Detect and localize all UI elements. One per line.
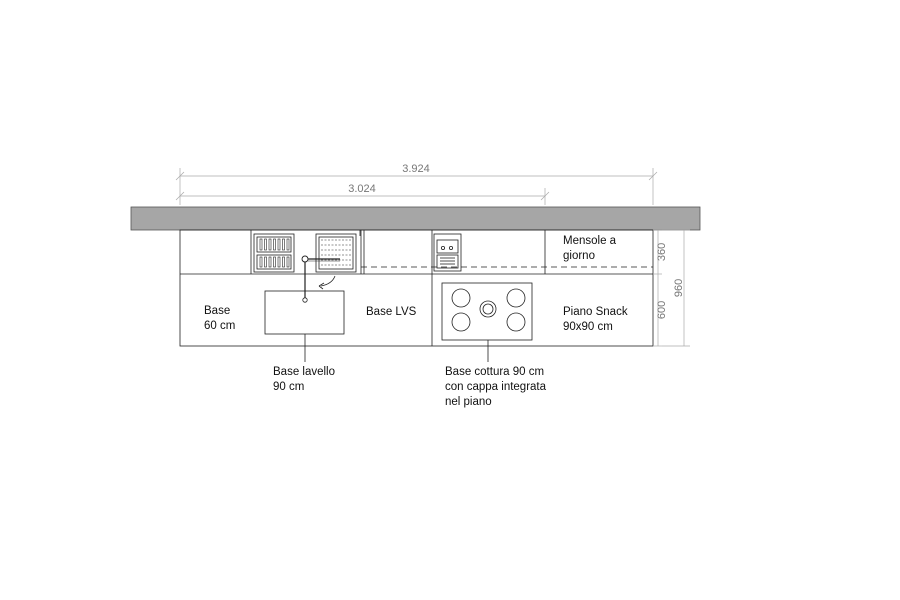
label-mensole: Mensole a giorno — [563, 235, 619, 262]
label-base-lvs: Base LVS — [366, 306, 417, 318]
sink-basin — [264, 290, 345, 335]
cooktop-icon — [441, 282, 533, 341]
label-base-cottura: Base cottura 90 cm con cappa integrata n… — [445, 366, 549, 408]
dimension-total-width: 3.924 — [175, 163, 658, 205]
dimension-total-width-label: 3.924 — [402, 163, 430, 175]
dimension-shelf-depth: 360 — [653, 229, 668, 275]
dish-rack-right-icon — [315, 233, 357, 273]
faucet-icon — [301, 255, 340, 303]
label-base-60: Base 60 cm — [204, 305, 235, 332]
kitchen-outline — [179, 229, 654, 347]
label-piano-snack: Piano Snack 90x90 cm — [563, 306, 631, 333]
dimension-shelf-depth-label: 360 — [656, 243, 668, 261]
dimension-base-depth-label: 600 — [656, 301, 668, 319]
dimension-total-depth-label: 960 — [673, 279, 685, 297]
dimension-inner-width: 3.024 — [175, 183, 550, 205]
label-base-lavello: Base lavello 90 cm — [273, 366, 338, 393]
dimension-inner-width-label: 3.024 — [348, 183, 376, 195]
wall — [130, 206, 701, 231]
dimension-base-depth: 600 — [653, 274, 668, 347]
dimension-total-depth: 960 — [662, 229, 690, 347]
dish-rack-left-icon — [253, 233, 295, 273]
small-appliance-icon — [433, 233, 462, 272]
